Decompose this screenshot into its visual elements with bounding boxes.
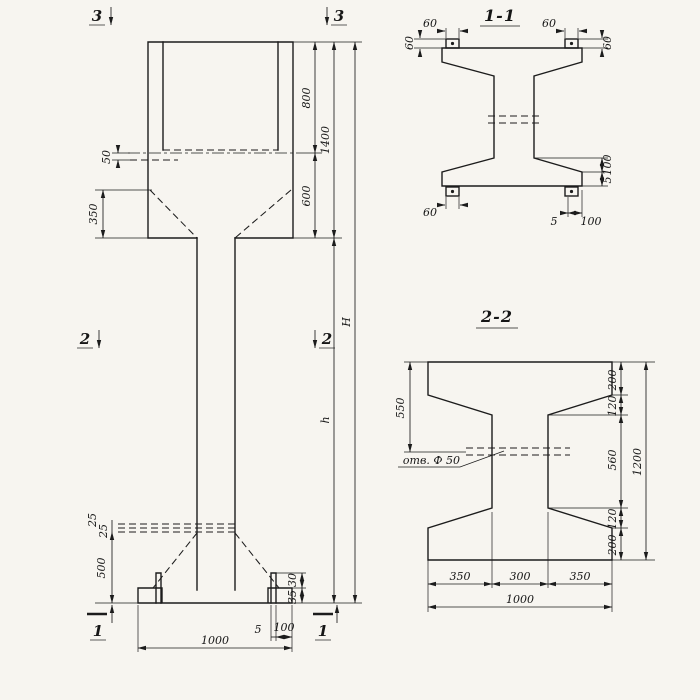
dimension-label: 800: [300, 88, 313, 109]
column-shaft-outline: [196, 237, 236, 591]
dimension-label: 30: [286, 573, 299, 587]
dimension-label: 1000: [506, 593, 534, 606]
embed-plate: [445, 186, 460, 197]
dimension-label: 35: [286, 590, 299, 604]
dimension-label: 120: [606, 396, 619, 417]
dimension-label: 60: [423, 206, 437, 219]
base-anchor-slots: [155, 572, 277, 604]
section-marker-label: 2: [79, 330, 90, 348]
dimension-label: H: [340, 317, 353, 328]
section-marker-3-left: 3: [89, 7, 114, 26]
dimension-label: 1000: [201, 634, 229, 647]
section-title: 1-1: [484, 6, 516, 25]
hidden-base-flare: [152, 532, 280, 589]
embed-plate: [445, 38, 460, 49]
dimension-label: 60: [601, 36, 614, 50]
column-head-outline: [147, 41, 294, 239]
hidden-web-hole: [466, 447, 570, 456]
anchor-dot: [569, 189, 574, 194]
dimension-label: 550: [394, 398, 407, 419]
dimension-label: 350: [87, 204, 100, 225]
dimension-label: 200: [606, 535, 619, 557]
dimension-label: 1200: [631, 448, 644, 476]
i-section-outline: [441, 47, 583, 187]
dimension-label: 60: [423, 17, 437, 30]
dimension-label: 50: [100, 150, 113, 164]
elevation-view: 50 350 25 25 500 800 600 1400 h H 1000 5…: [77, 7, 362, 652]
section-marker-2-left: 2: [77, 330, 102, 349]
dimension-label: 60: [542, 17, 556, 30]
embed-plate: [564, 186, 579, 197]
section-marker-label: 3: [92, 7, 102, 25]
section-marker-1-right: 1: [313, 604, 340, 641]
section-marker-label: 1: [93, 622, 103, 640]
dimension-label: 500: [95, 558, 108, 579]
dimension-label: 5: [601, 177, 614, 184]
hidden-web-hole: [488, 115, 540, 124]
section-marker-label: 1: [318, 622, 328, 640]
section-marker-3-right: 3: [324, 7, 347, 26]
section-2-2-view: 2-2 отв. Ф 50 550 200 120 560 120 200 12…: [394, 307, 655, 612]
embed-plate: [564, 38, 579, 49]
dimension-label: 350: [570, 570, 591, 583]
section-1-1-view: 1-1 60 60 60 60 60: [403, 6, 614, 228]
dimension-label: 120: [606, 509, 619, 530]
dimension-label: 5: [255, 623, 262, 636]
dimension-label: 60: [403, 36, 416, 50]
hidden-base-lines: [118, 523, 237, 533]
anchor-dot: [569, 41, 574, 46]
extension-lines: [414, 28, 608, 217]
section-marker-2-right: 2: [312, 330, 335, 349]
dimension-label: 600: [300, 186, 313, 207]
section-title: 2-2: [480, 307, 513, 326]
section-marker-label: 2: [321, 330, 332, 348]
dimension-label: h: [319, 416, 332, 423]
dimension-label: 100: [581, 215, 602, 228]
dimension-label: 200: [606, 370, 619, 392]
dimension-label: 1400: [319, 126, 332, 154]
hidden-web-taper: [149, 189, 292, 239]
dimension-label: 100: [601, 155, 614, 176]
anchor-dot: [450, 41, 455, 46]
dimension-label: 100: [274, 621, 295, 634]
dimension-label: 5: [551, 215, 558, 228]
section-marker-label: 3: [334, 7, 344, 25]
dimension-label: 560: [606, 450, 619, 471]
hole-callout-leader: [398, 450, 505, 468]
dimension-label: 300: [510, 570, 531, 583]
dimension-label: 350: [450, 570, 471, 583]
anchor-dot: [450, 189, 455, 194]
hole-callout-label: отв. Ф 50: [403, 454, 460, 467]
dimension-label: 25: [97, 524, 110, 539]
dimension-label: 25: [86, 513, 99, 528]
section-marker-1-left: 1: [87, 604, 115, 641]
column-head-slot: [162, 41, 279, 151]
